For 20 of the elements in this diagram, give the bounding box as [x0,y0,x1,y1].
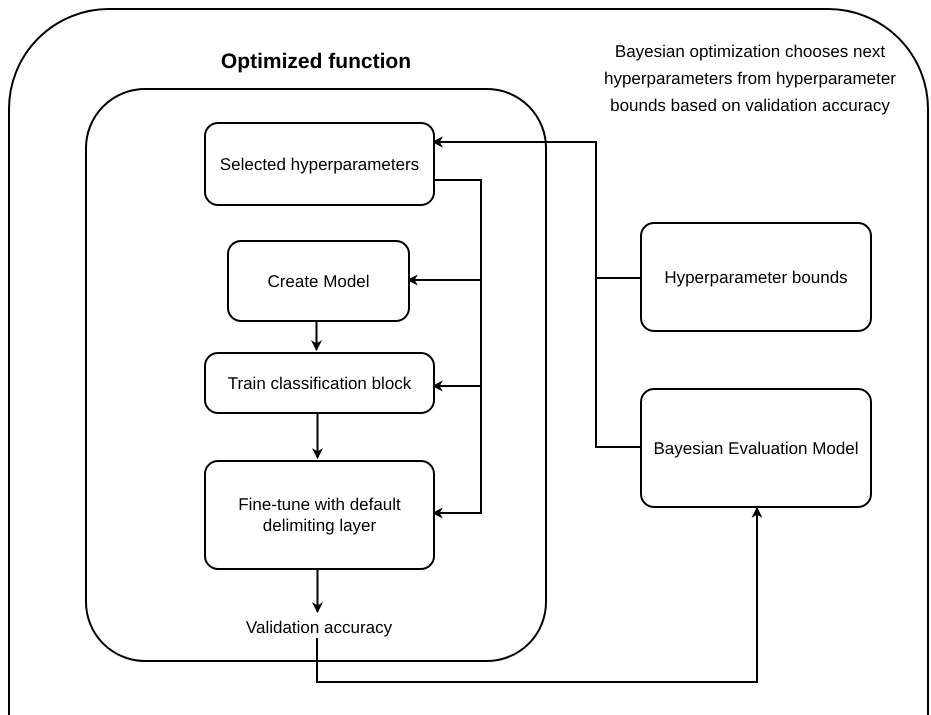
output-text: Validation accuracy [246,616,392,638]
process-box [227,240,410,322]
arrow [316,506,762,683]
box-label: Hyperparameter bounds [663,266,849,288]
box-label: Train classification block [226,372,412,394]
arrow [311,320,322,352]
box-label: Selected hyperparameters [218,154,420,174]
process-box [204,460,435,570]
arrow [312,412,323,460]
note-text: Bayesian optimization chooses next hyperparameters from hyperparameter bounds based on validation accuracy [603,41,897,117]
process-box [204,122,435,206]
group-title: Optimized function [220,50,412,74]
outer-frame [8,8,931,715]
process-box [640,388,872,508]
process-box [204,352,435,414]
box-label: Create Model [266,270,371,292]
process-box [640,222,872,332]
box-label: Bayesian Evaluation Model [652,438,860,458]
arrow [312,568,323,614]
box-label: Fine-tune with default delimiting layer [237,494,402,536]
